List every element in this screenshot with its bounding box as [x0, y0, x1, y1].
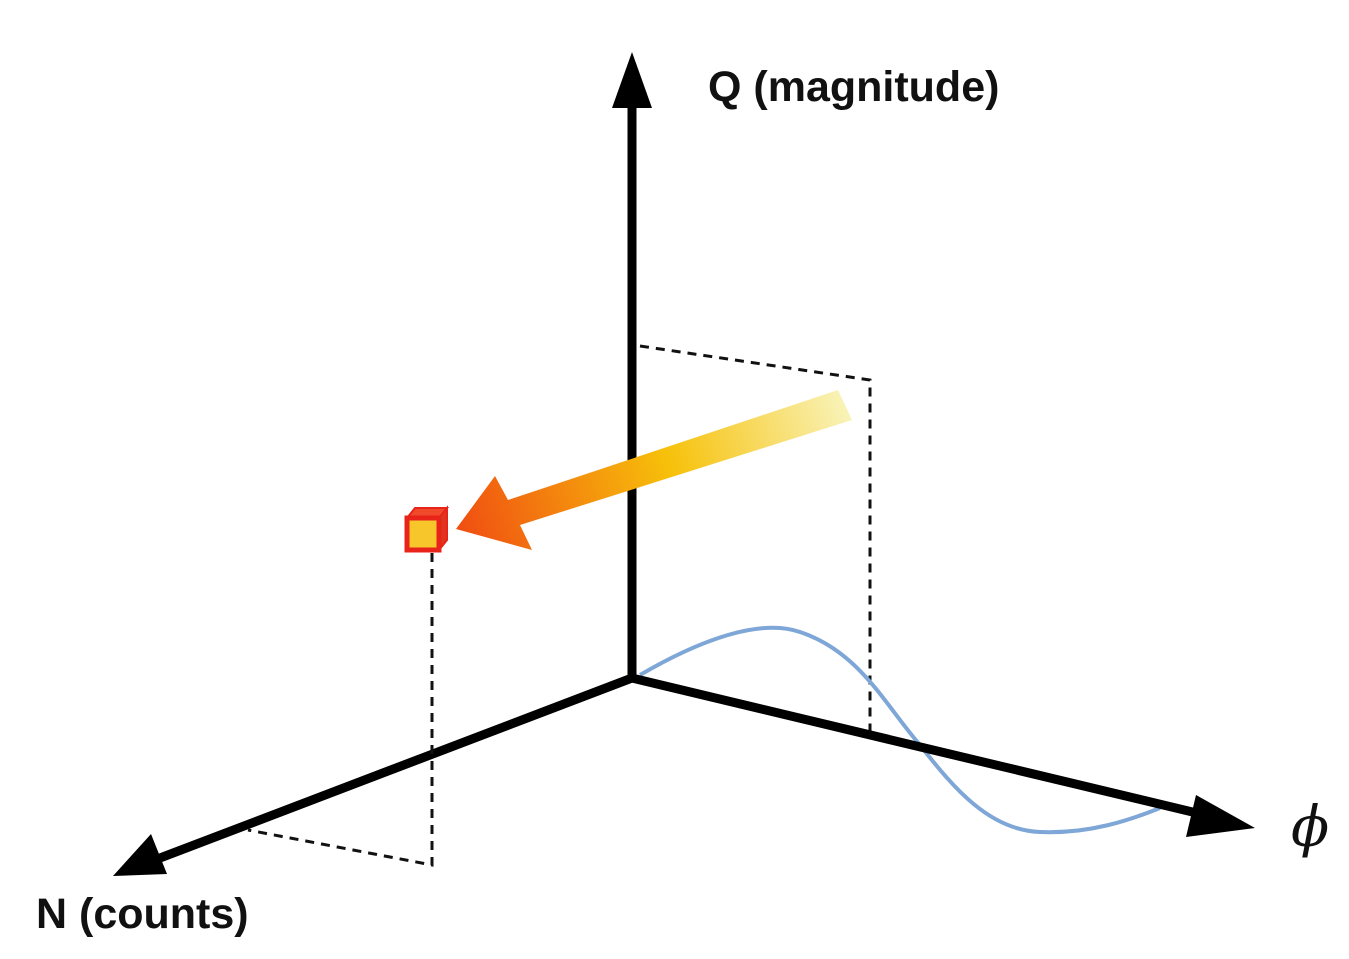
- phi-axis-line: [630, 673, 1207, 820]
- q-axis-label: Q (magnitude): [708, 63, 1000, 111]
- phi-axis-label: ϕ: [1291, 795, 1330, 860]
- n-axis-line: [158, 673, 634, 863]
- n-axis-label: N (counts): [36, 890, 249, 938]
- projection-plane-dashed: [639, 344, 872, 732]
- marker-projection-dashed: [247, 553, 434, 867]
- sine-wave-curve: [638, 625, 1161, 835]
- q-axis-arrowhead: [612, 52, 652, 108]
- n-axis-arrowhead: [113, 834, 167, 876]
- cube-icon: [404, 505, 450, 553]
- phi-axis-arrowhead: [1186, 795, 1255, 837]
- arrow-left-icon: [456, 390, 852, 550]
